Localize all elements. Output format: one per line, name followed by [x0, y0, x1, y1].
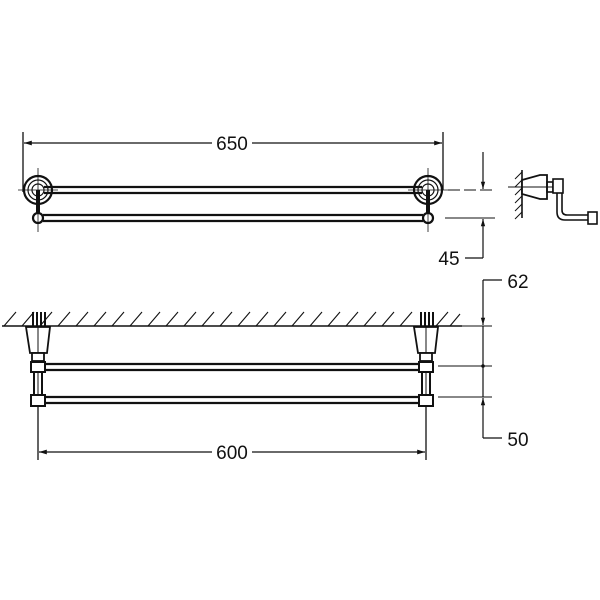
front-bar-upper: [44, 185, 422, 195]
left-wall-rosette: [18, 168, 58, 232]
right-bracket: [412, 312, 440, 460]
label-50: 50: [507, 430, 528, 451]
left-bracket: [24, 312, 52, 460]
dimension-45: [445, 152, 495, 259]
label-650: 650: [216, 134, 248, 155]
label-600: 600: [216, 443, 248, 464]
label-62: 62: [507, 272, 528, 293]
right-wall-rosette: [408, 168, 448, 232]
front-bar-lower: [43, 213, 423, 223]
front-view: [18, 132, 495, 259]
dimension-62-50: [438, 279, 502, 439]
top-bar-rear: [45, 395, 419, 405]
top-view: [2, 279, 502, 460]
side-view: [508, 170, 598, 225]
top-bar-front: [45, 362, 419, 372]
label-45: 45: [438, 249, 459, 270]
